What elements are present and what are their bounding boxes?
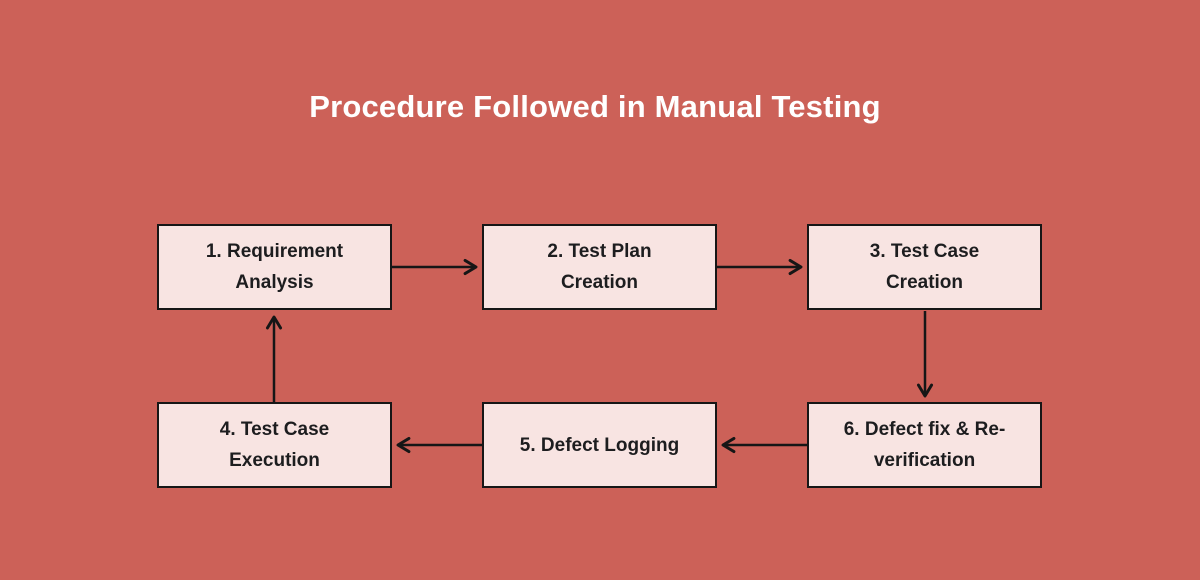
flow-step-label-line: 5. Defect Logging: [519, 434, 680, 456]
flow-step-test-case-execution: 4. Test Case Execution: [157, 402, 392, 488]
flow-step-label-line: verification: [873, 450, 976, 471]
flow-step-label-line: 6. Defect fix & Re-: [843, 419, 1006, 440]
flow-step-label-line: Creation: [885, 272, 964, 293]
flow-step-test-plan-creation: 2. Test Plan Creation: [482, 224, 717, 310]
flow-step-label-line: 4. Test Case: [219, 419, 330, 440]
flow-step-defect-logging: 5. Defect Logging: [482, 402, 717, 488]
flow-step-test-case-creation: 3. Test Case Creation: [807, 224, 1042, 310]
flow-step-label-line: Creation: [560, 272, 639, 293]
page-title: Procedure Followed in Manual Testing: [309, 89, 881, 124]
flow-step-label-line: Analysis: [235, 272, 314, 293]
flow-step-label-line: Execution: [229, 450, 320, 471]
flow-step-label-line: 3. Test Case: [869, 241, 980, 262]
flow-step-requirement-analysis: 1. Requirement Analysis: [157, 224, 392, 310]
flow-step-label-line: 1. Requirement: [205, 241, 344, 262]
flow-step-defect-fix-reverification: 6. Defect fix & Re- verification: [807, 402, 1042, 488]
flow-step-label-line: 2. Test Plan: [547, 241, 652, 262]
